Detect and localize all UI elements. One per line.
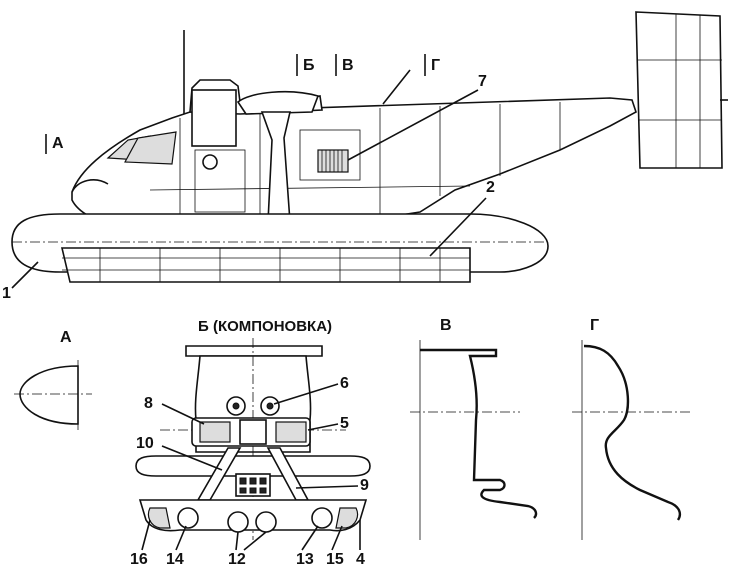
callout-5: 5	[340, 415, 349, 432]
side-door	[194, 149, 246, 213]
callout-9: 9	[360, 477, 369, 494]
section-marker-g: Г	[424, 54, 440, 76]
section-v-profile	[420, 348, 538, 519]
section-marker-b-label: Б	[303, 57, 315, 74]
callout-14: 14	[166, 551, 184, 568]
vent-grille	[317, 149, 349, 173]
fan-duct-top	[236, 90, 320, 115]
callout-7: 7	[478, 73, 487, 90]
roller-2	[227, 511, 249, 533]
rear-panel	[299, 129, 361, 181]
side-pod	[60, 247, 471, 283]
callout-1: 1	[2, 285, 11, 302]
nose-cap	[71, 179, 109, 193]
callout-8: 8	[144, 395, 153, 412]
roller-3	[255, 511, 277, 533]
callout-13: 13	[296, 551, 314, 568]
side-view: А Б В Г 1 2 7	[2, 11, 728, 302]
section-b-wings	[135, 455, 371, 477]
section-b-top-plate	[185, 345, 323, 357]
pod-details	[62, 248, 470, 282]
callout-10: 10	[136, 435, 154, 452]
section-v: В	[410, 317, 538, 540]
section-g-profile	[583, 344, 682, 521]
section-marker-a: А	[45, 134, 64, 154]
fin-details	[638, 14, 722, 168]
frame-lines	[149, 102, 561, 224]
section-marker-v-label: В	[342, 57, 354, 74]
section-g-title: Г	[590, 317, 599, 334]
section-marker-g-label: Г	[431, 57, 440, 74]
section-g: Г	[572, 317, 690, 540]
callout-12: 12	[228, 551, 246, 568]
section-b: Б (КОМПОНОВКА)	[130, 318, 371, 568]
callout-15: 15	[326, 551, 344, 568]
callout-4: 4	[356, 551, 365, 568]
porthole	[202, 154, 218, 170]
rear-antenna	[382, 69, 411, 105]
callout-16: 16	[130, 551, 148, 568]
section-a-profile	[19, 365, 79, 425]
cockpit-window-side	[124, 131, 177, 165]
section-a: А	[14, 329, 92, 430]
roller-4	[311, 507, 333, 529]
section-a-title: А	[60, 329, 72, 346]
callout-6: 6	[340, 375, 349, 392]
tail-fin	[635, 11, 723, 169]
section-marker-b: Б	[296, 54, 315, 76]
section-b-title: Б (КОМПОНОВКА)	[198, 318, 332, 335]
roller-1	[177, 507, 199, 529]
section-marker-v: В	[335, 54, 354, 76]
engine-cowl	[191, 89, 237, 147]
section-marker-a-label: А	[52, 135, 64, 152]
callout-2: 2	[486, 179, 495, 196]
section-v-title: В	[440, 317, 452, 334]
